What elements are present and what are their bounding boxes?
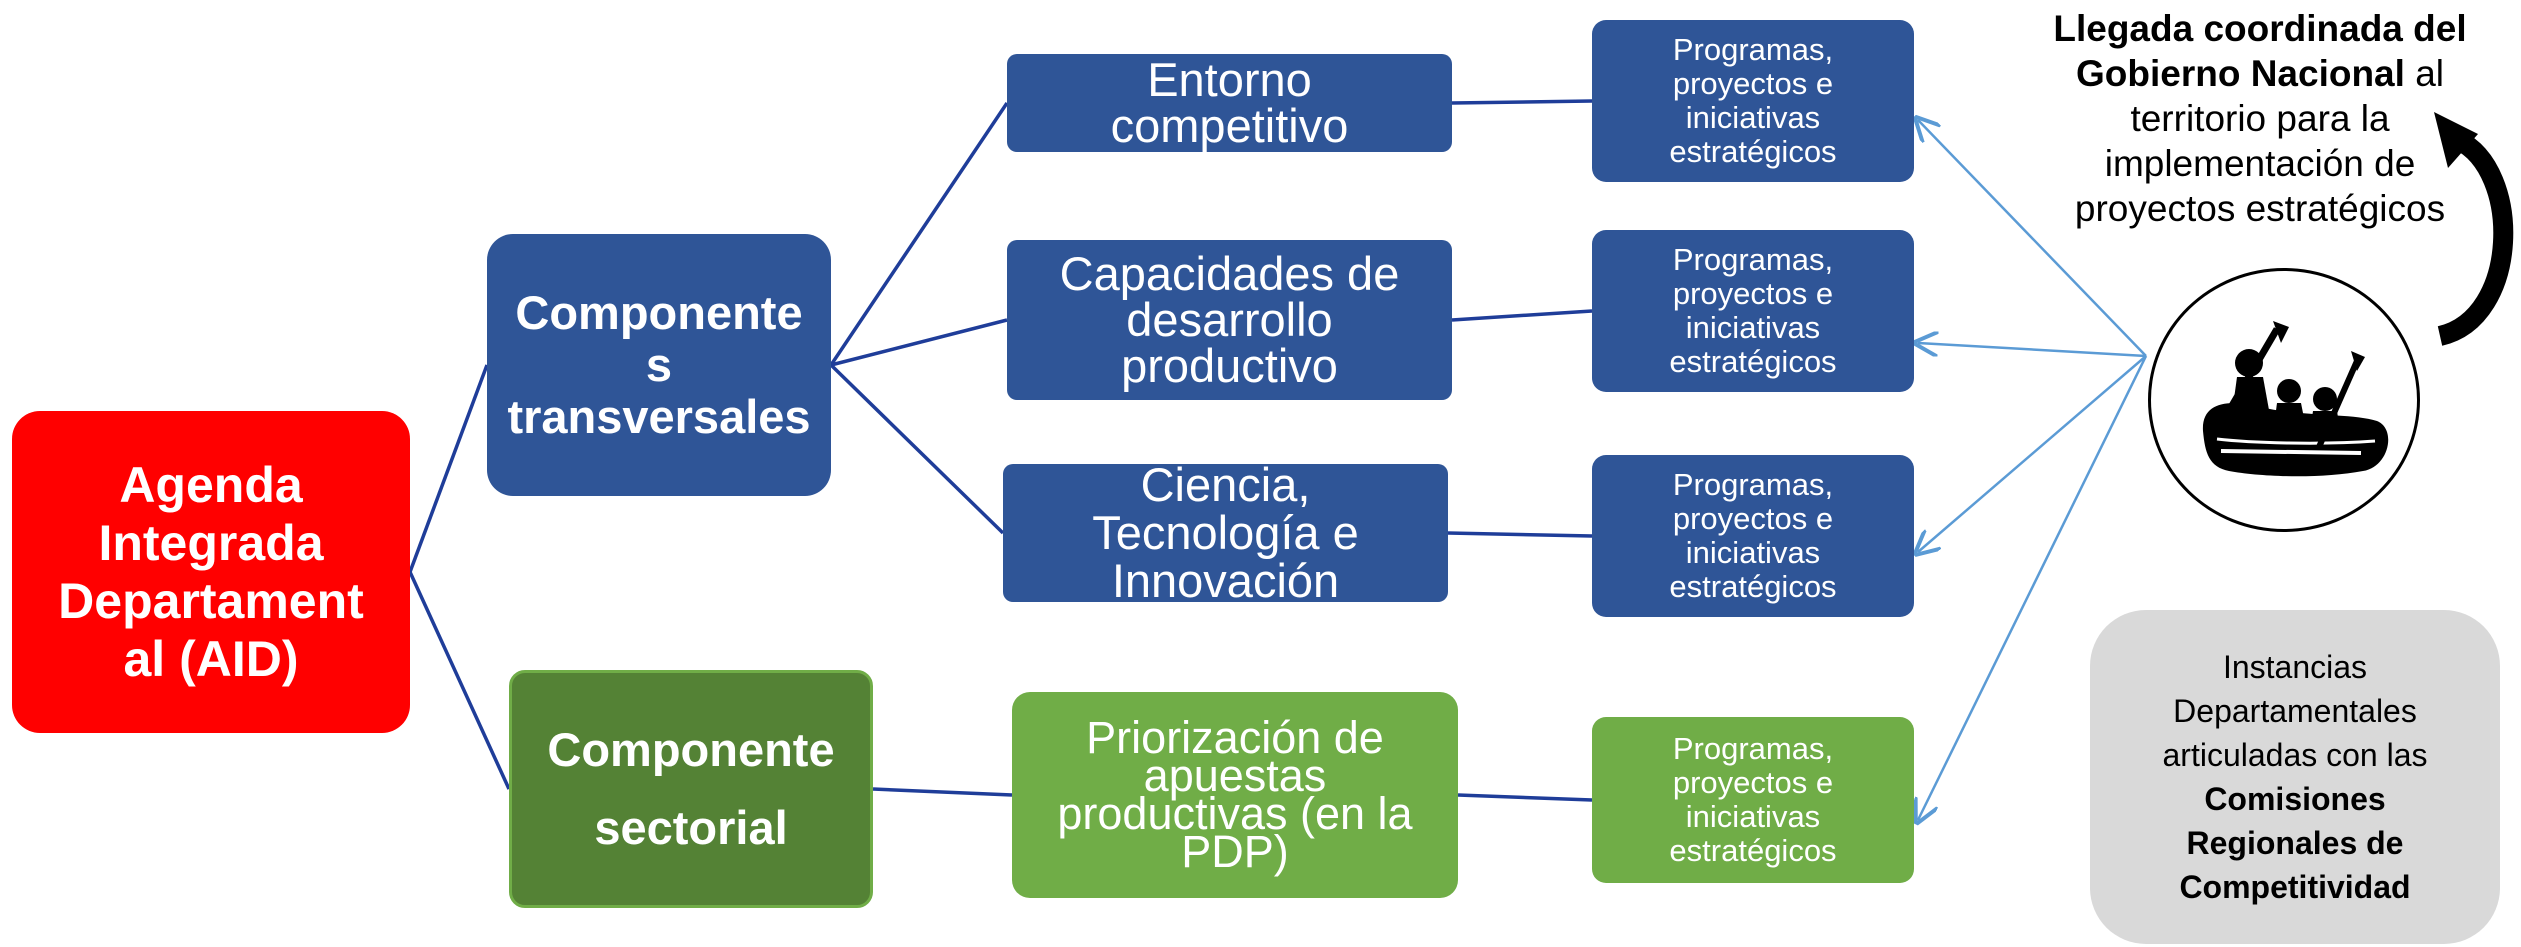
programs-line: estratégicos [1669,344,1837,379]
component-sectorial: Componente sectorial [509,670,873,908]
component-line: transversales [507,390,811,443]
instancias-bold: Comisiones [2204,781,2386,817]
programs-line: Programas, [1672,731,1834,766]
programs-line: iniciativas [1685,310,1821,345]
curved-arrow-icon [2434,112,2514,346]
programs-line: proyectos e [1672,501,1834,536]
root-node-aid: Agenda Integrada Departament al (AID) [12,411,410,733]
connector-sub2-prog2 [1447,531,1593,538]
connector-sect-sub3 [872,787,1013,797]
root-line: Integrada [98,515,324,571]
programs-line: estratégicos [1669,134,1837,169]
callout-line: implementación de [2104,143,2416,184]
programs-line: Programas, [1672,242,1834,277]
arrow-to-prog1 [1918,343,2147,358]
programs-line: estratégicos [1669,569,1837,604]
subcomponent-line: Priorización de [1086,712,1384,763]
programs-line: iniciativas [1685,535,1821,570]
callout-bold: Llegada coordinada del [2053,8,2467,49]
subcomponent-line: productivas (en la [1057,788,1413,839]
callout-line: territorio para la [2130,98,2390,139]
programs-line: iniciativas [1685,100,1821,135]
subcomponent-entorno-competitivo: Entorno competitivo [1007,54,1452,152]
programs-box: Programas, proyectos e iniciativas estra… [1592,230,1914,392]
component-line: Componente [547,723,835,776]
programs-line: proyectos e [1672,276,1834,311]
programs-box: Programas, proyectos e iniciativas estra… [1592,455,1914,617]
connector-sub0-prog0 [1451,99,1593,105]
callout-line: proyectos estratégicos [2074,188,2446,229]
instancias-bold: Competitividad [2179,869,2411,905]
programs-line: proyectos e [1672,66,1834,101]
rafting-circle [2148,268,2420,532]
programs-box: Programas, proyectos e iniciativas estra… [1592,20,1914,182]
programs-line: proyectos e [1672,765,1834,800]
subcomponent-capacidades: Capacidades de desarrollo productivo [1007,240,1452,400]
connector-trans-sub1 [830,318,1008,367]
connector-root-sectorial [408,571,511,790]
arrow-to-prog2 [1918,355,2147,552]
subcomponent-line: desarrollo [1126,293,1333,346]
subcomponent-line: Ciencia, [1140,464,1311,511]
connector-trans-sub2 [829,363,1005,535]
programs-box: Programas, proyectos e iniciativas estra… [1592,717,1914,883]
connector-trans-sub0 [829,102,1009,366]
subcomponent-line: competitivo [1110,99,1349,152]
connector-sub1-prog1 [1451,309,1593,322]
root-line: al (AID) [123,631,299,687]
root-line: Agenda [119,457,303,513]
programs-line: Programas, [1672,467,1834,502]
programs-line: Programas, [1672,32,1834,67]
connector-root-transversales [408,364,489,573]
subcomponent-line: Entorno [1147,54,1312,106]
subcomponent-line: productivo [1121,339,1338,392]
subcomponent-priorizacion: Priorización de apuestas productivas (en… [1012,692,1458,898]
subcomponent-ciencia: Ciencia, Tecnología e Innovación [1003,464,1448,602]
component-line: Componente [515,286,803,339]
subcomponent-line: Capacidades de [1059,247,1400,300]
connector-sub3-prog3 [1457,793,1593,802]
subcomponent-line: Innovación [1111,554,1340,603]
instancias-bold: Regionales de [2186,825,2404,861]
component-line: s [645,338,673,391]
arrow-to-prog3 [1918,355,2148,820]
callout-text: Llegada coordinada del Gobierno Nacional… [2020,6,2500,231]
programs-line: iniciativas [1685,799,1821,834]
programs-line: estratégicos [1669,833,1837,868]
subcomponent-line: Tecnología e [1092,506,1359,559]
subcomponent-line: apuestas [1143,750,1327,801]
instancias-line: Departamentales [2173,693,2417,729]
callout-bold: Gobierno Nacional [2075,53,2405,94]
rafting-icon [2202,321,2389,477]
component-line: sectorial [594,801,788,854]
subcomponent-line: PDP) [1181,826,1289,877]
arrow-to-prog0 [1918,120,2147,357]
root-line: Departament [58,573,364,629]
instancias-box: Instancias Departamentales articuladas c… [2090,610,2500,944]
callout-normal: al [2404,53,2444,94]
instancias-line: Instancias [2222,649,2368,685]
component-transversales: Componente s transversales [487,234,831,496]
instancias-line: articuladas con las [2162,737,2428,773]
